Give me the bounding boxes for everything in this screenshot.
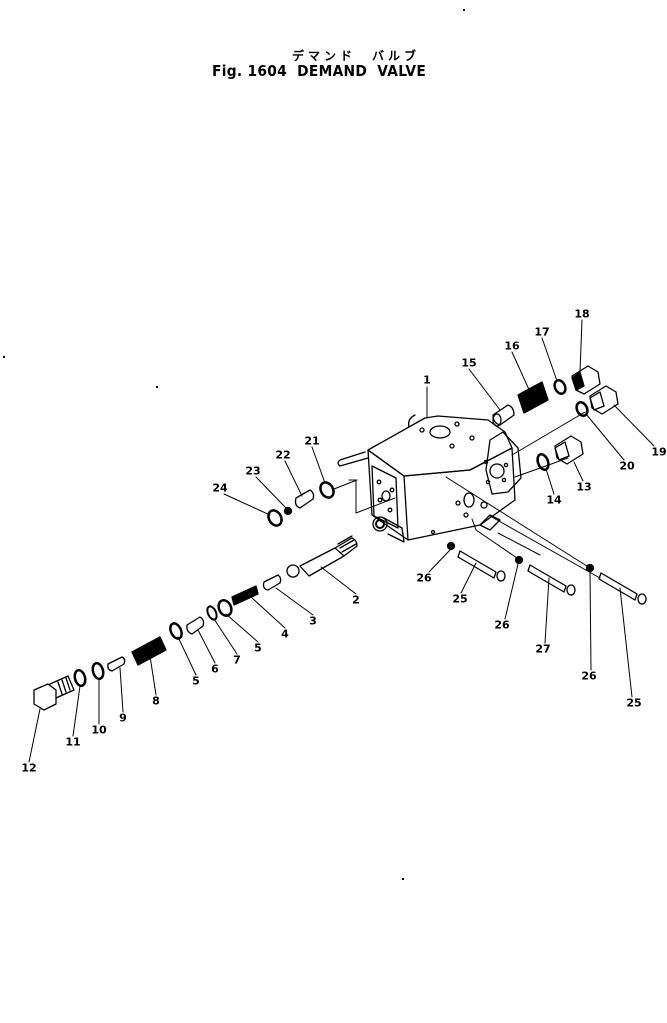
part-25-bolt-b: [598, 572, 647, 605]
callout-2: 2: [352, 593, 360, 607]
part-23-ball: [283, 506, 293, 516]
part-17-oring: [553, 379, 567, 395]
part-16-spring: [517, 381, 549, 414]
callout-24: 24: [212, 481, 228, 495]
callout-leaders: [28, 319, 655, 763]
part-8-spring: [131, 636, 167, 666]
valve-body-part-1: [337, 414, 522, 543]
callout-3: 3: [309, 614, 317, 628]
callout-21: 21: [304, 434, 320, 448]
scan-speck: [463, 9, 465, 11]
part-26-washer-c: [585, 563, 595, 573]
callout-4: 4: [281, 627, 289, 641]
part-27-bolt: [527, 564, 576, 596]
scan-speck: [402, 878, 404, 880]
callout-12: 12: [21, 761, 37, 775]
callout-26c: 26: [581, 669, 597, 683]
callout-7: 7: [233, 653, 241, 667]
part-15-piston: [492, 404, 515, 427]
callout-11: 11: [65, 735, 81, 749]
callout-18: 18: [574, 307, 590, 321]
callout-25b: 25: [626, 696, 642, 710]
part-5-oring-a: [217, 599, 233, 617]
assembly-lines: [333, 386, 601, 579]
callout-13: 13: [576, 480, 592, 494]
part-26-washer-a: [446, 541, 456, 551]
part-19-plug: [589, 385, 619, 415]
callout-5a: 5: [254, 641, 262, 655]
callout-6: 6: [211, 662, 219, 676]
part-12-plug: [33, 675, 75, 711]
part-21-oring: [319, 481, 335, 499]
scan-speck: [3, 356, 5, 358]
callout-10: 10: [91, 723, 107, 737]
callout-8: 8: [152, 694, 160, 708]
callout-20: 20: [619, 459, 635, 473]
part-2-spool: [286, 535, 358, 578]
part-7-ring: [206, 605, 218, 621]
part-26-washer-b: [514, 555, 524, 565]
figure-title: Fig. 1604 DEMAND VALVE: [212, 62, 427, 80]
part-11-ring: [73, 668, 87, 688]
part-6-seat: [186, 616, 205, 635]
part-5-oring-b: [169, 622, 183, 640]
scan-speck: [156, 386, 158, 388]
callout-26b: 26: [494, 618, 510, 632]
callout-14: 14: [546, 493, 562, 507]
callout-22: 22: [275, 448, 291, 462]
callout-26a: 26: [416, 571, 432, 585]
part-22-pin: [294, 489, 315, 509]
callout-1: 1: [423, 373, 431, 387]
figure-title-japanese: デマンド バルブ: [292, 49, 421, 63]
callout-25a: 25: [452, 592, 468, 606]
part-18-plug: [571, 365, 601, 395]
callout-16: 16: [504, 339, 520, 353]
part-9-pin: [107, 656, 126, 672]
callout-15: 15: [461, 356, 477, 370]
callout-17: 17: [534, 325, 550, 339]
part-13-plug: [554, 435, 584, 465]
part-10-oring: [91, 661, 105, 681]
callout-19: 19: [651, 445, 667, 459]
part-24-ring: [267, 509, 283, 527]
part-3-piston: [262, 574, 282, 591]
callout-23: 23: [245, 464, 261, 478]
callout-9: 9: [119, 711, 127, 725]
part-20-oring: [575, 401, 589, 417]
part-4-spring: [231, 585, 259, 606]
part-25-bolt-a: [457, 550, 506, 582]
callout-27: 27: [535, 642, 551, 656]
callout-5b: 5: [192, 674, 200, 688]
